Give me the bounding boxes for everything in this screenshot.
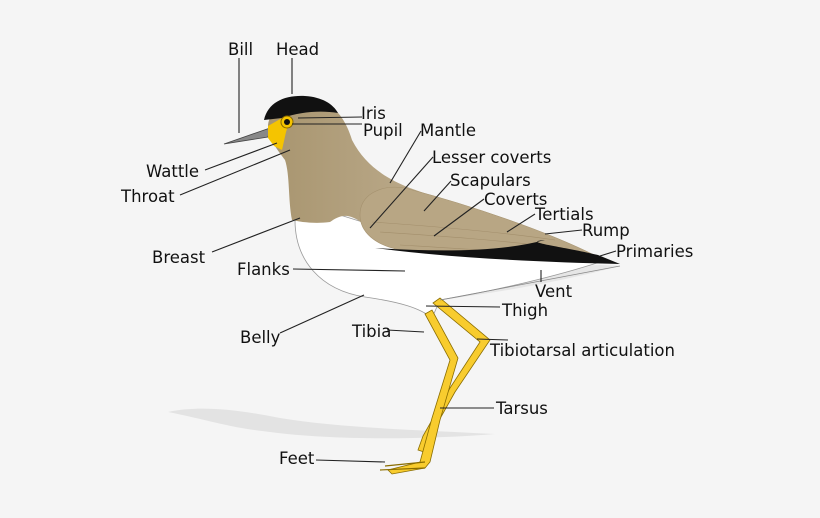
- body-brown: [268, 99, 600, 258]
- label-primaries: Primaries: [616, 242, 693, 261]
- label-tibiotarsal-articulation: Tibiotarsal articulation: [489, 341, 675, 360]
- label-pupil: Pupil: [363, 121, 403, 140]
- label-vent: Vent: [535, 282, 573, 301]
- label-mantle: Mantle: [420, 121, 476, 140]
- label-wattle: Wattle: [146, 162, 199, 181]
- label-thigh: Thigh: [501, 301, 548, 320]
- label-breast: Breast: [152, 248, 206, 267]
- label-throat: Throat: [120, 187, 175, 206]
- label-tertials: Tertials: [534, 205, 594, 224]
- label-coverts: Coverts: [484, 190, 547, 209]
- eye-pupil: [284, 119, 290, 125]
- ground-shadow: [168, 408, 495, 439]
- label-tibia: Tibia: [351, 322, 391, 341]
- label-belly: Belly: [240, 328, 281, 347]
- label-rump: Rump: [582, 221, 630, 240]
- head-cap: [264, 95, 338, 120]
- toes: [379, 461, 426, 471]
- label-flanks: Flanks: [237, 260, 290, 279]
- bill: [223, 127, 271, 145]
- leg-left: [387, 309, 459, 475]
- primaries-black: [375, 240, 620, 264]
- belly-white: [294, 214, 601, 319]
- label-tarsus: Tarsus: [495, 399, 548, 418]
- label-scapulars: Scapulars: [450, 171, 531, 190]
- label-head: Head: [276, 40, 319, 59]
- label-bill: Bill: [228, 40, 253, 59]
- label-feet: Feet: [279, 449, 315, 468]
- label-iris: Iris: [361, 104, 386, 123]
- leader-lines: [179, 58, 621, 463]
- label-lesser-coverts: Lesser coverts: [432, 148, 551, 167]
